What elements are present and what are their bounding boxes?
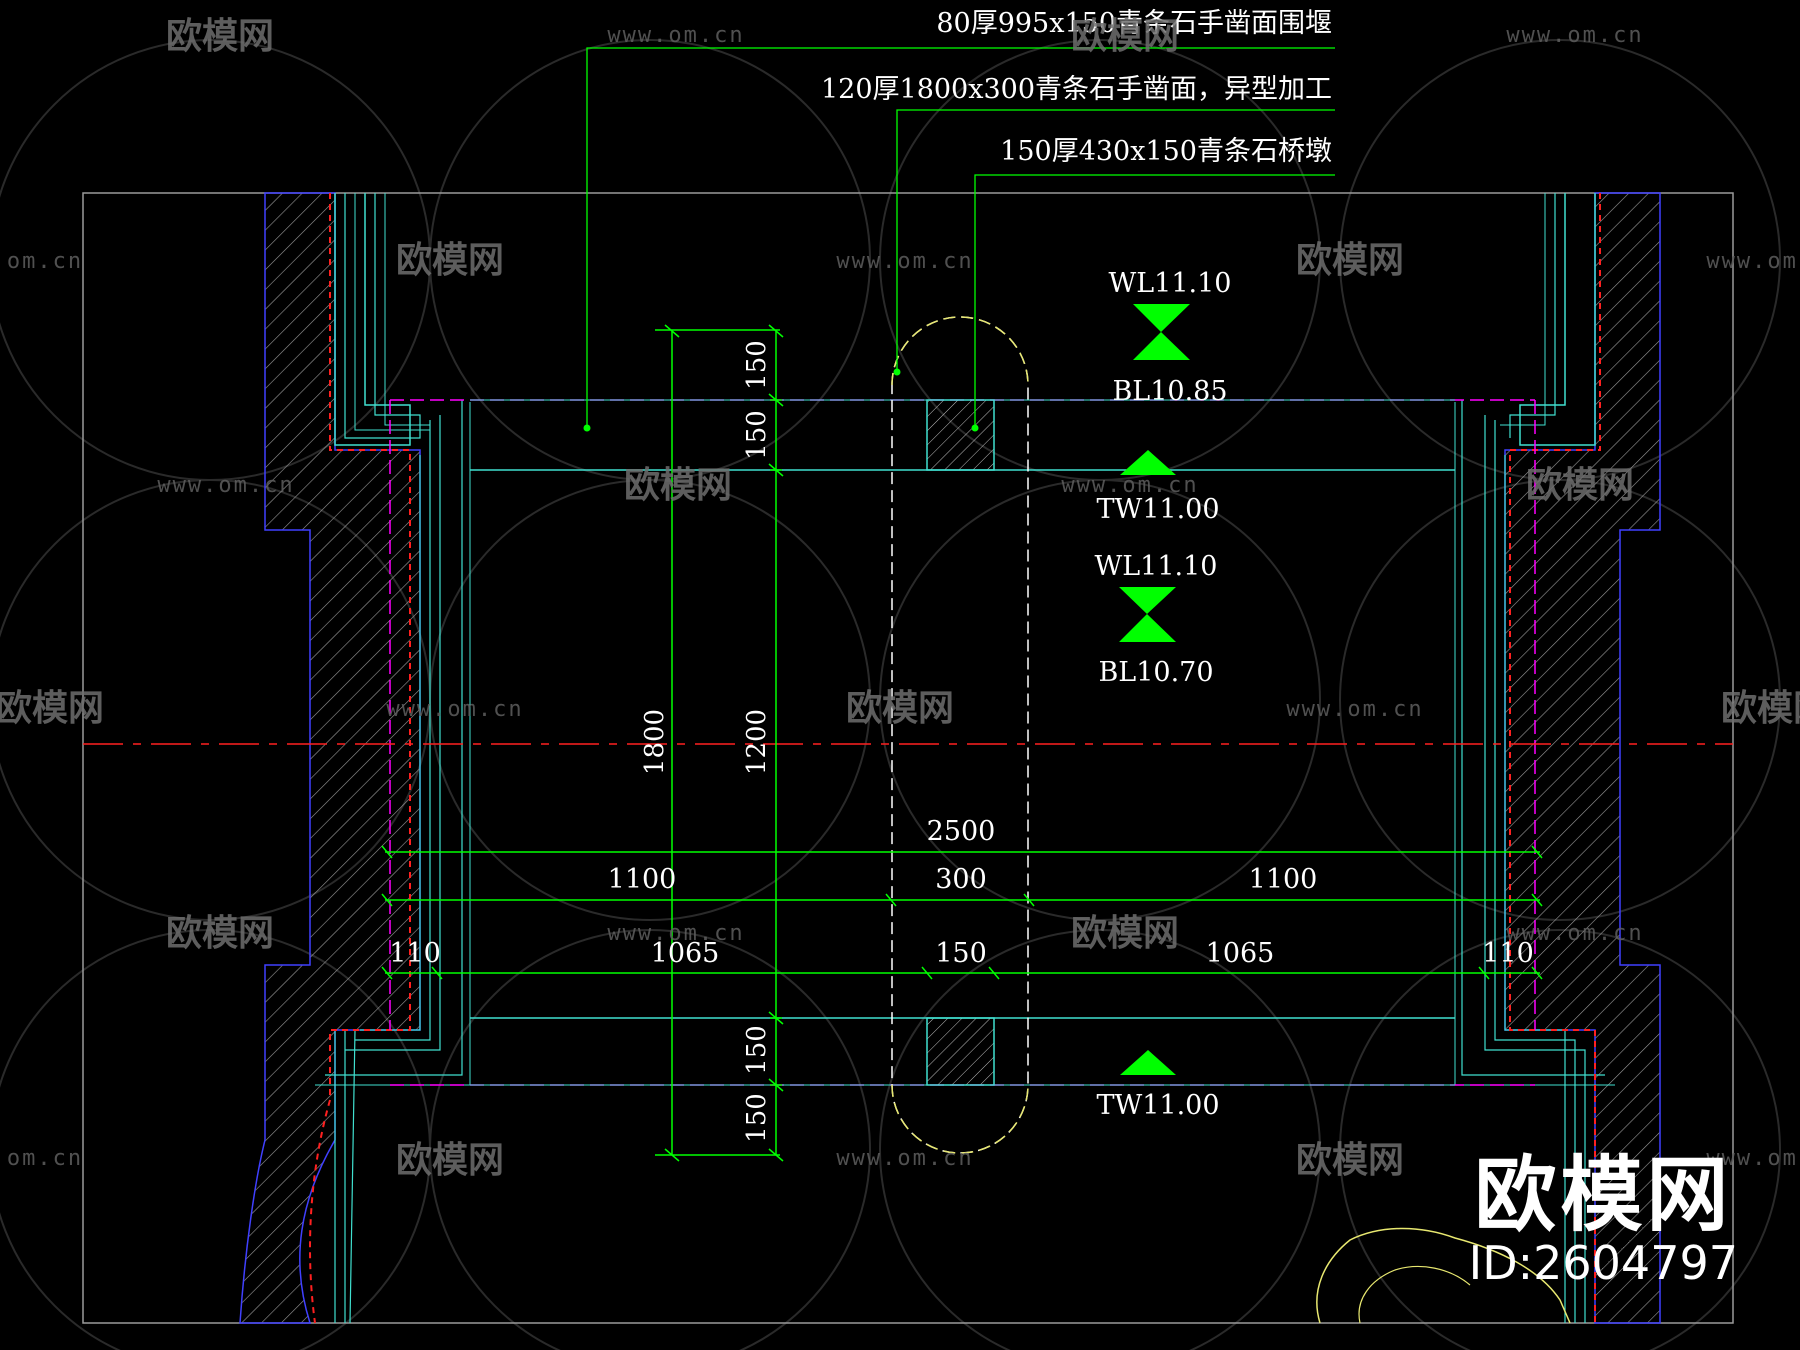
watermarks: 欧模网 欧模网 欧模网 欧模网 欧模网 欧模网 欧模网 欧模网 欧模网 欧模网 … xyxy=(0,16,1800,1181)
watermark-url: www.om.cn xyxy=(157,473,294,498)
watermark-url: www.om.cn xyxy=(836,249,973,274)
water-level-marker-mid xyxy=(1119,587,1176,642)
watermark-logo: 欧模网 xyxy=(846,688,954,729)
horizontal-dimensions xyxy=(381,845,1543,980)
pier-bottom xyxy=(926,1017,995,1086)
level-wl-mid: WL11.10 xyxy=(1095,551,1218,582)
brand-logo: 欧模网 xyxy=(1474,1148,1733,1244)
dim-1800: 1800 xyxy=(640,709,670,775)
dim-2500: 2500 xyxy=(927,816,996,847)
level-bl-top: BL10.85 xyxy=(1112,376,1227,407)
callout-dots xyxy=(583,368,979,432)
dim-mid-300: 300 xyxy=(935,864,987,895)
stepping-stone xyxy=(891,316,1029,1154)
watermark-logo: 欧模网 xyxy=(0,688,104,729)
dim-1200: 1200 xyxy=(742,709,772,775)
watermark-url: www.om.cn xyxy=(1286,697,1423,722)
callout-cofferdam: 80厚995x150青条石手凿面围堰 xyxy=(936,8,1332,39)
watermark-logo: 欧模网 xyxy=(166,913,274,954)
dim-left-110: 110 xyxy=(389,938,441,969)
watermark-logo: 欧模网 xyxy=(624,465,732,506)
watermark-logo: 欧模网 xyxy=(1721,688,1800,729)
watermark-url-partial: om.cn xyxy=(7,249,83,274)
level-tw-bottom: TW11.00 xyxy=(1096,1090,1219,1121)
dim-top-150a: 150 xyxy=(742,340,772,390)
level-tw-top: TW11.00 xyxy=(1096,494,1219,525)
rock-outline-inner xyxy=(1358,1265,1471,1324)
watermark-logo: 欧模网 xyxy=(396,1140,504,1181)
watermark-logo: 欧模网 xyxy=(1071,913,1179,954)
watermark-url-partial: om.cn xyxy=(7,1146,83,1171)
top-wall-marker-lower xyxy=(1120,1050,1176,1075)
left-wall xyxy=(239,192,471,1324)
callout-labels: 80厚995x150青条石手凿面围堰 120厚1800x300青条石手凿面，异型… xyxy=(821,8,1332,167)
callout-pier: 150厚430x150青条石桥墩 xyxy=(1000,136,1332,167)
watermark-url: www.om.cn xyxy=(836,1146,973,1171)
watermark-url: www.om.cn xyxy=(1506,921,1643,946)
brand-id: ID:2604797 xyxy=(1468,1236,1738,1291)
brand-stamp: 欧模网 ID:2604797 xyxy=(1469,1155,1738,1290)
dim-right-1100: 1100 xyxy=(1249,864,1318,895)
dim-left-1065: 1065 xyxy=(651,938,720,969)
dim-left-1100: 1100 xyxy=(608,864,677,895)
watermark-url: www.om.cn xyxy=(1506,23,1643,48)
level-bl-mid: BL10.70 xyxy=(1098,657,1213,688)
watermark-logo: 欧模网 xyxy=(1296,240,1404,281)
dim-right-110: 110 xyxy=(1482,938,1534,969)
channel-outline xyxy=(390,399,1535,1086)
watermark-logo: 欧模网 xyxy=(166,16,274,57)
vertical-dimensions xyxy=(655,324,784,1162)
callout-leaders xyxy=(586,47,1335,428)
level-labels: WL11.10 BL10.85 TW11.00 WL11.10 BL10.70 … xyxy=(1095,268,1232,1121)
watermark-logo: 欧模网 xyxy=(1296,1140,1404,1181)
pier-top xyxy=(926,399,995,471)
dim-bot-150b: 150 xyxy=(742,1093,772,1143)
dim-mid-150: 150 xyxy=(935,938,987,969)
watermark-logo: 欧模网 xyxy=(1526,465,1634,506)
watermark-url: www.om.cn xyxy=(1061,473,1198,498)
drawing-frame xyxy=(82,192,1734,1324)
watermark-logo: 欧模网 xyxy=(396,240,504,281)
watermark-url: www.om.cn xyxy=(386,697,523,722)
rock-outline xyxy=(1316,1227,1571,1324)
watermark-url: www.om.cn xyxy=(607,23,744,48)
watermark-url: www.om.cn xyxy=(1706,249,1800,274)
level-wl-top: WL11.10 xyxy=(1109,268,1232,299)
dimension-labels: 150 150 1800 1200 150 150 2500 1100 300 … xyxy=(389,340,1534,1143)
dim-top-150b: 150 xyxy=(742,410,772,460)
top-wall-marker-upper xyxy=(1120,450,1176,475)
level-symbols xyxy=(1119,304,1190,1075)
watermark-url: www.om.cn xyxy=(607,921,744,946)
watermark-logo: 欧模网 xyxy=(1071,16,1179,57)
dim-bot-150a: 150 xyxy=(742,1025,772,1075)
callout-slab: 120厚1800x300青条石手凿面，异型加工 xyxy=(821,74,1332,105)
dim-right-1065: 1065 xyxy=(1206,938,1275,969)
water-level-marker-top xyxy=(1133,304,1190,360)
watermark-url: www.om.cn xyxy=(1706,1146,1800,1171)
right-wall xyxy=(1454,192,1661,1324)
